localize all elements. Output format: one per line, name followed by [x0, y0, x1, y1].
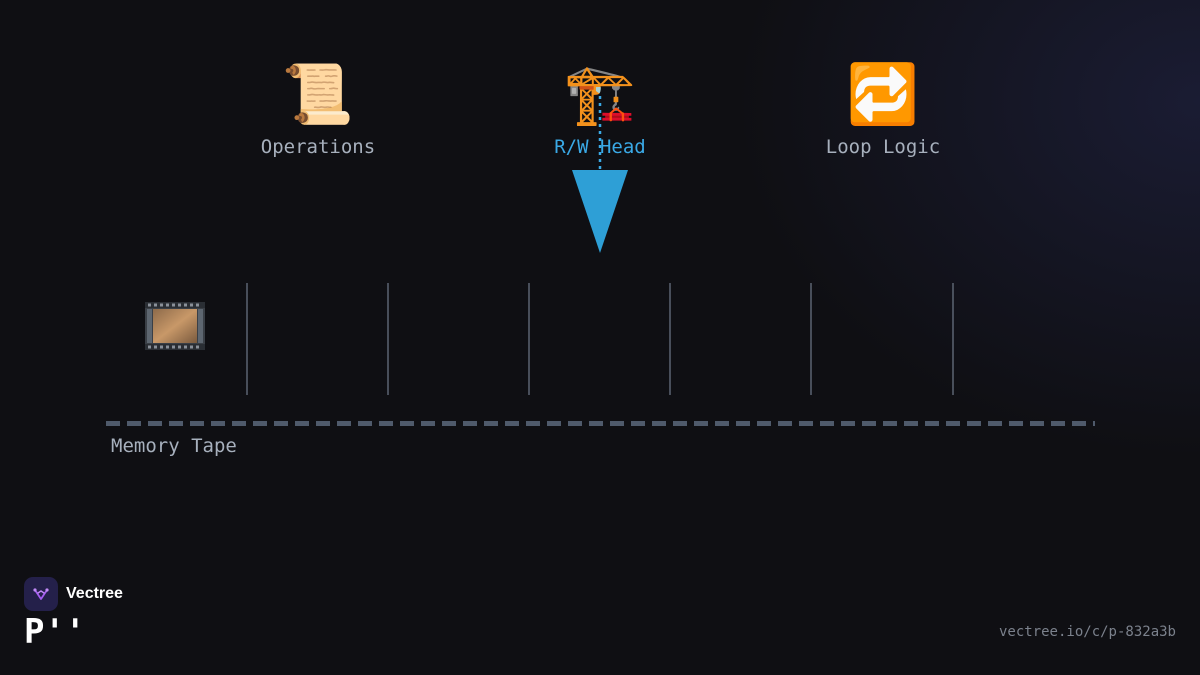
repeat-icon: 🔁	[846, 60, 920, 128]
crane-icon: 🏗️	[563, 60, 637, 128]
vectree-logo-icon	[24, 577, 58, 611]
node-operations-label: Operations	[260, 136, 376, 158]
brand: Vectree	[24, 577, 123, 611]
node-operations: 📜 Operations	[218, 62, 418, 158]
film-strip-icon	[143, 300, 207, 352]
head-pointer-arrow	[572, 170, 628, 253]
page-title: P''	[24, 612, 86, 652]
node-rw-head: 🏗️ R/W Head	[500, 62, 700, 158]
page-url[interactable]: vectree.io/c/p-832a3b	[998, 624, 1176, 640]
brand-name: Vectree	[66, 585, 123, 602]
node-loop-logic: 🔁 Loop Logic	[783, 62, 983, 158]
node-rw-head-label: R/W Head	[554, 136, 646, 158]
node-loop-logic-label: Loop Logic	[825, 136, 941, 158]
tape-label: Memory Tape	[111, 435, 237, 457]
scroll-icon: 📜	[281, 60, 355, 128]
